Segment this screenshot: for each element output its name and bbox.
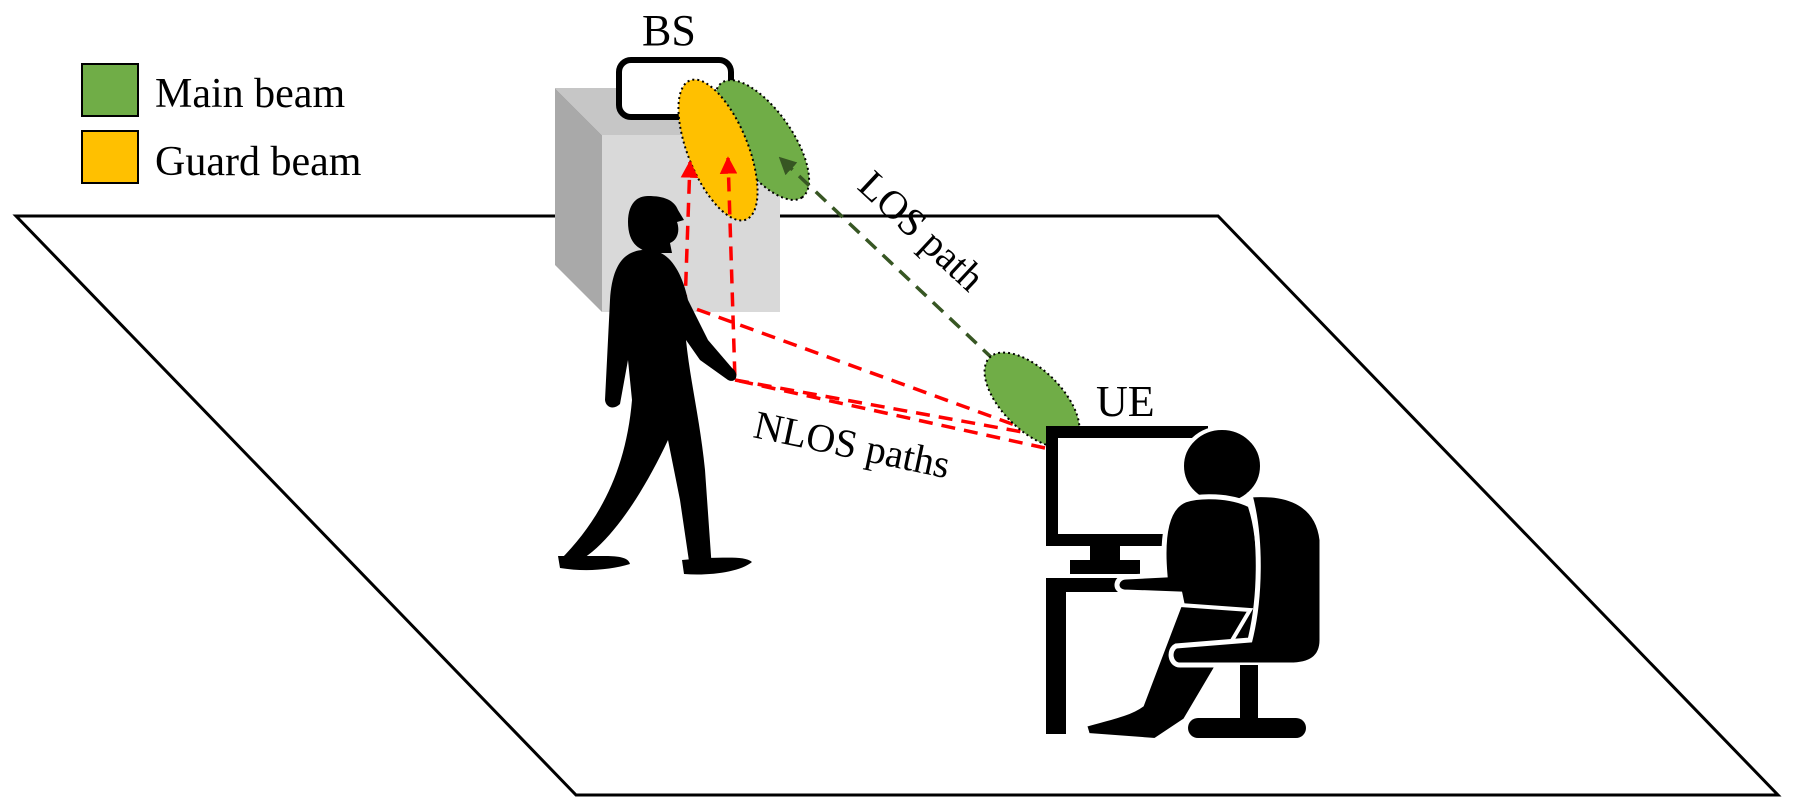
legend-label-guard-beam: Guard beam <box>155 139 362 185</box>
legend-swatch-guard-beam <box>81 130 139 184</box>
desk-user-icon <box>1046 426 1325 743</box>
nlos-path-2 <box>719 156 1046 450</box>
legend: Main beam Guard beam <box>81 63 362 185</box>
nlos-path-3 <box>734 378 1051 439</box>
los-path-line <box>778 156 1012 377</box>
bs-label: BS <box>642 6 696 55</box>
chair-icon <box>1168 492 1325 738</box>
walking-person-icon <box>558 196 752 575</box>
legend-swatch-main-beam <box>81 63 139 117</box>
ue-label: UE <box>1096 377 1155 426</box>
floor-plane <box>12 214 1782 797</box>
legend-label-main-beam: Main beam <box>155 71 345 117</box>
